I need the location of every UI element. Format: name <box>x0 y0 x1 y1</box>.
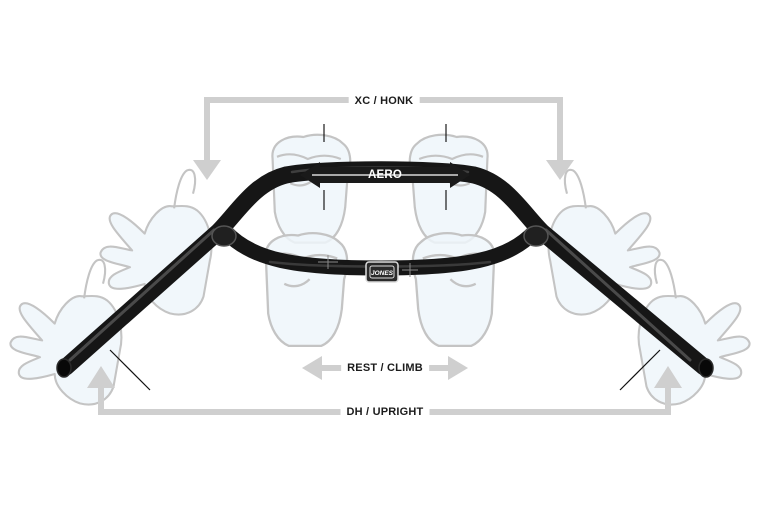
hand-angle-lines <box>109 349 661 391</box>
right-bar-end <box>698 358 714 378</box>
rest-grip-markers <box>318 255 418 277</box>
left-bar-end <box>56 358 72 378</box>
dh-upright-label: DH / UPRIGHT <box>340 405 430 419</box>
svg-text:JONES: JONES <box>371 270 394 277</box>
left-aero-fist <box>271 133 352 244</box>
rest-climb-label: REST / CLIMB <box>341 361 429 375</box>
aero-arrow <box>300 162 470 188</box>
left-rest-fist <box>264 232 349 348</box>
right-aero-fist <box>408 133 489 244</box>
aero-grip-markers <box>323 124 447 210</box>
jones-logo-badge: JONES <box>365 261 399 283</box>
xc-honk-label: XC / HONK <box>348 94 420 108</box>
aero-label: AERO <box>367 169 403 181</box>
right-rest-fist <box>411 232 496 348</box>
